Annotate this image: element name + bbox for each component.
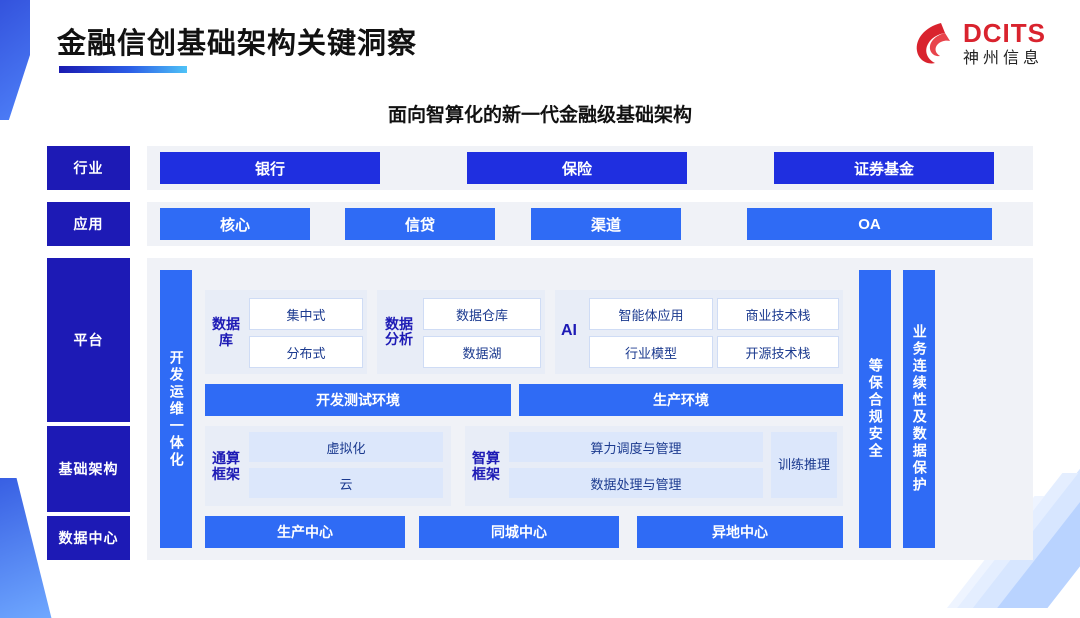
- datacenter-remote: 异地中心: [637, 516, 843, 548]
- diagram-subtitle: 面向智算化的新一代金融级基础架构: [387, 105, 692, 126]
- ai-item-industry-model: 行业模型: [589, 336, 713, 368]
- application-item-channel: 渠道: [531, 208, 681, 240]
- row-label-infrastructure: 基础架构: [47, 426, 130, 512]
- dcits-logo-icon: [911, 21, 955, 67]
- intelligent-framework-title: 智算框架: [472, 449, 500, 482]
- industry-item-securities: 证券基金: [774, 152, 994, 184]
- pillar-compliance-security: 等保合规安全: [859, 270, 891, 548]
- industry-item-insurance: 保险: [467, 152, 687, 184]
- application-item-oa: OA: [747, 208, 992, 240]
- decoration-bottom-left: [0, 488, 34, 608]
- title-accent-bar: [59, 66, 187, 73]
- database-group-title: 数据库: [212, 315, 240, 348]
- row-label-industry: 行业: [47, 146, 130, 190]
- company-logo: DCITS 神州信息: [911, 20, 1046, 67]
- logo-text-en: DCITS: [963, 18, 1046, 48]
- datacenter-same-city: 同城中心: [419, 516, 619, 548]
- row-label-platform: 平台: [47, 258, 130, 422]
- analysis-item-warehouse: 数据仓库: [423, 298, 541, 330]
- application-item-core: 核心: [160, 208, 310, 240]
- datacenter-production: 生产中心: [205, 516, 405, 548]
- intelligent-framework-item-scheduling: 算力调度与管理: [509, 432, 763, 462]
- logo-text-cn: 神州信息: [963, 50, 1044, 67]
- intelligent-framework-train-infer: 训练推理: [771, 432, 837, 498]
- row-label-datacenter: 数据中心: [47, 516, 130, 560]
- ai-item-opensource-stack: 开源技术栈: [717, 336, 839, 368]
- ai-item-commercial-stack: 商业技术栈: [717, 298, 839, 330]
- page-header: 金融信创基础架构关键洞察 DCITS 神州信息: [0, 0, 1080, 88]
- database-item-centralized: 集中式: [249, 298, 363, 330]
- analysis-group-title: 数据分析: [385, 315, 413, 347]
- intelligent-framework-item-data-processing: 数据处理与管理: [509, 468, 763, 498]
- row-label-application: 应用: [47, 202, 130, 246]
- compute-framework-title: 通算框架: [212, 449, 240, 482]
- pillar-business-continuity: 业务连续性及数据保护: [903, 270, 935, 548]
- compute-framework-item-virtualization: 虚拟化: [249, 432, 443, 462]
- page-title: 金融信创基础架构关键洞察: [57, 28, 418, 60]
- ai-item-agent-app: 智能体应用: [589, 298, 713, 330]
- compute-framework-item-cloud: 云: [249, 468, 443, 498]
- ai-group-title: AI: [561, 322, 577, 339]
- database-item-distributed: 分布式: [249, 336, 363, 368]
- analysis-item-lake: 数据湖: [423, 336, 541, 368]
- pillar-devops: 开发运维一体化: [160, 270, 192, 548]
- application-item-credit: 信贷: [345, 208, 495, 240]
- environment-production: 生产环境: [519, 384, 843, 416]
- architecture-diagram: 行业 应用 平台 基础架构 数据中心 银行 保险 证券基金 核心 信贷 渠道 O…: [47, 142, 1033, 566]
- environment-dev-test: 开发测试环境: [205, 384, 511, 416]
- industry-item-bank: 银行: [160, 152, 380, 184]
